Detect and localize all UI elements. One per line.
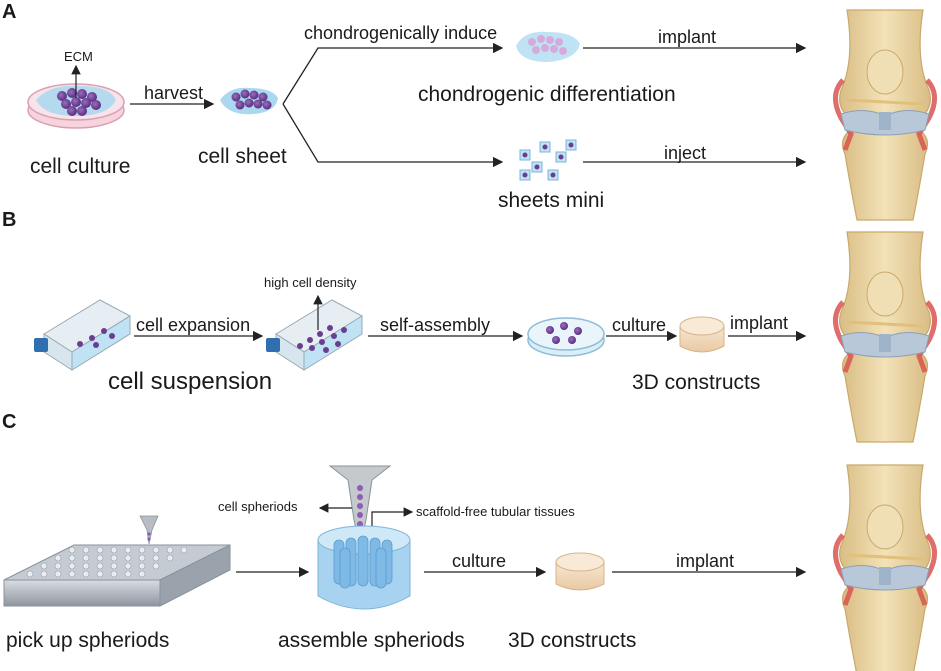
flask-left [34,299,132,371]
sheets-mini-label: sheets mini [498,189,605,212]
high-density-label: high cell density [264,275,357,290]
cell-spheriods-label: cell spheriods [218,499,298,514]
constructs-label-c: 3D constructs [508,629,637,652]
cell-expansion-label: cell expansion [136,315,251,335]
well-plate [3,515,231,607]
culture-label-c: culture [452,551,507,571]
cell-suspension-label: cell suspension [108,368,273,395]
knee-joint-b [835,232,934,442]
flask-right [266,299,364,371]
tubular-arrow [371,507,414,528]
assembly-dish [527,317,605,357]
assemble-label: assemble spheriods [278,629,465,652]
mini-sheets [519,139,577,181]
scaffold-free-label: scaffold-free tubular tissues [416,504,575,519]
inject-label: inject [664,143,707,163]
construct-c [555,552,605,591]
assembly-vessel [317,525,411,610]
knee-joint-a [835,10,934,220]
ecm-label: ECM [64,49,93,64]
implant-label-c: implant [676,551,735,571]
branch-lower [282,103,504,168]
branch-upper [282,42,504,105]
culture-dish [27,83,125,129]
pick-up-label: pick up spheriods [6,629,170,652]
differentiated-sheet [516,31,580,62]
cell-sheet-label: cell sheet [198,145,287,168]
panel-label-a: A [2,1,17,23]
construct-b [679,316,725,353]
implant-label-b: implant [730,313,789,333]
chondro-induce-label: chondrogenically induce [304,23,498,43]
culture-label-b: culture [612,315,667,335]
cell-sheet [220,87,278,115]
knee-joint-c [835,465,934,671]
harvest-label: harvest [144,83,204,103]
cell-culture-label: cell culture [30,155,131,178]
self-assembly-label: self-assembly [380,315,491,335]
panel-label-c: C [2,411,17,433]
chondro-diff-label: chondrogenic differentiation [418,83,676,106]
constructs-label-b: 3D constructs [632,371,761,394]
implant-label-a: implant [658,27,717,47]
panel-label-b: B [2,209,17,231]
